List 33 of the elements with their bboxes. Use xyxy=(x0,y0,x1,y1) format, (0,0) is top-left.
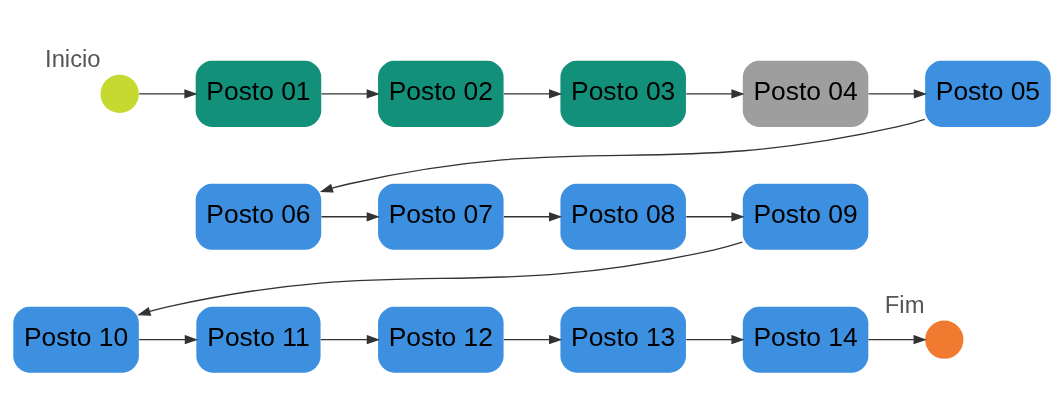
node-box: Posto 06 xyxy=(195,183,322,250)
node-box: Posto 14 xyxy=(742,306,869,373)
node-label: Inicio xyxy=(45,44,101,72)
node-circle xyxy=(925,320,964,359)
node-circle xyxy=(100,74,139,113)
arrow xyxy=(320,334,380,344)
arrow xyxy=(320,211,380,221)
arrow xyxy=(503,334,563,344)
arrow xyxy=(138,334,198,344)
arrow xyxy=(685,334,745,344)
arrow xyxy=(503,88,563,98)
arrow xyxy=(867,334,927,344)
node-box: Posto 03 xyxy=(560,60,686,127)
arrow xyxy=(320,88,380,98)
arrow xyxy=(319,118,926,193)
arrow xyxy=(138,88,198,98)
node-box: Posto 04 xyxy=(742,60,869,127)
node-box: Posto 05 xyxy=(925,60,1051,127)
arrow xyxy=(137,241,743,316)
arrow xyxy=(685,211,745,221)
arrow xyxy=(685,88,745,98)
node-box: Posto 09 xyxy=(742,183,869,250)
arrow xyxy=(503,211,563,221)
node-box: Posto 12 xyxy=(378,306,504,373)
node-label: Fim xyxy=(884,290,925,318)
node-box: Posto 10 xyxy=(13,306,139,373)
node-box: Posto 07 xyxy=(378,183,504,250)
arrow xyxy=(867,88,927,98)
node-box: Posto 08 xyxy=(560,183,686,250)
node-box: Posto 13 xyxy=(560,306,686,373)
node-box: Posto 11 xyxy=(196,306,321,373)
node-box: Posto 02 xyxy=(378,60,504,127)
node-box: Posto 01 xyxy=(195,60,322,127)
